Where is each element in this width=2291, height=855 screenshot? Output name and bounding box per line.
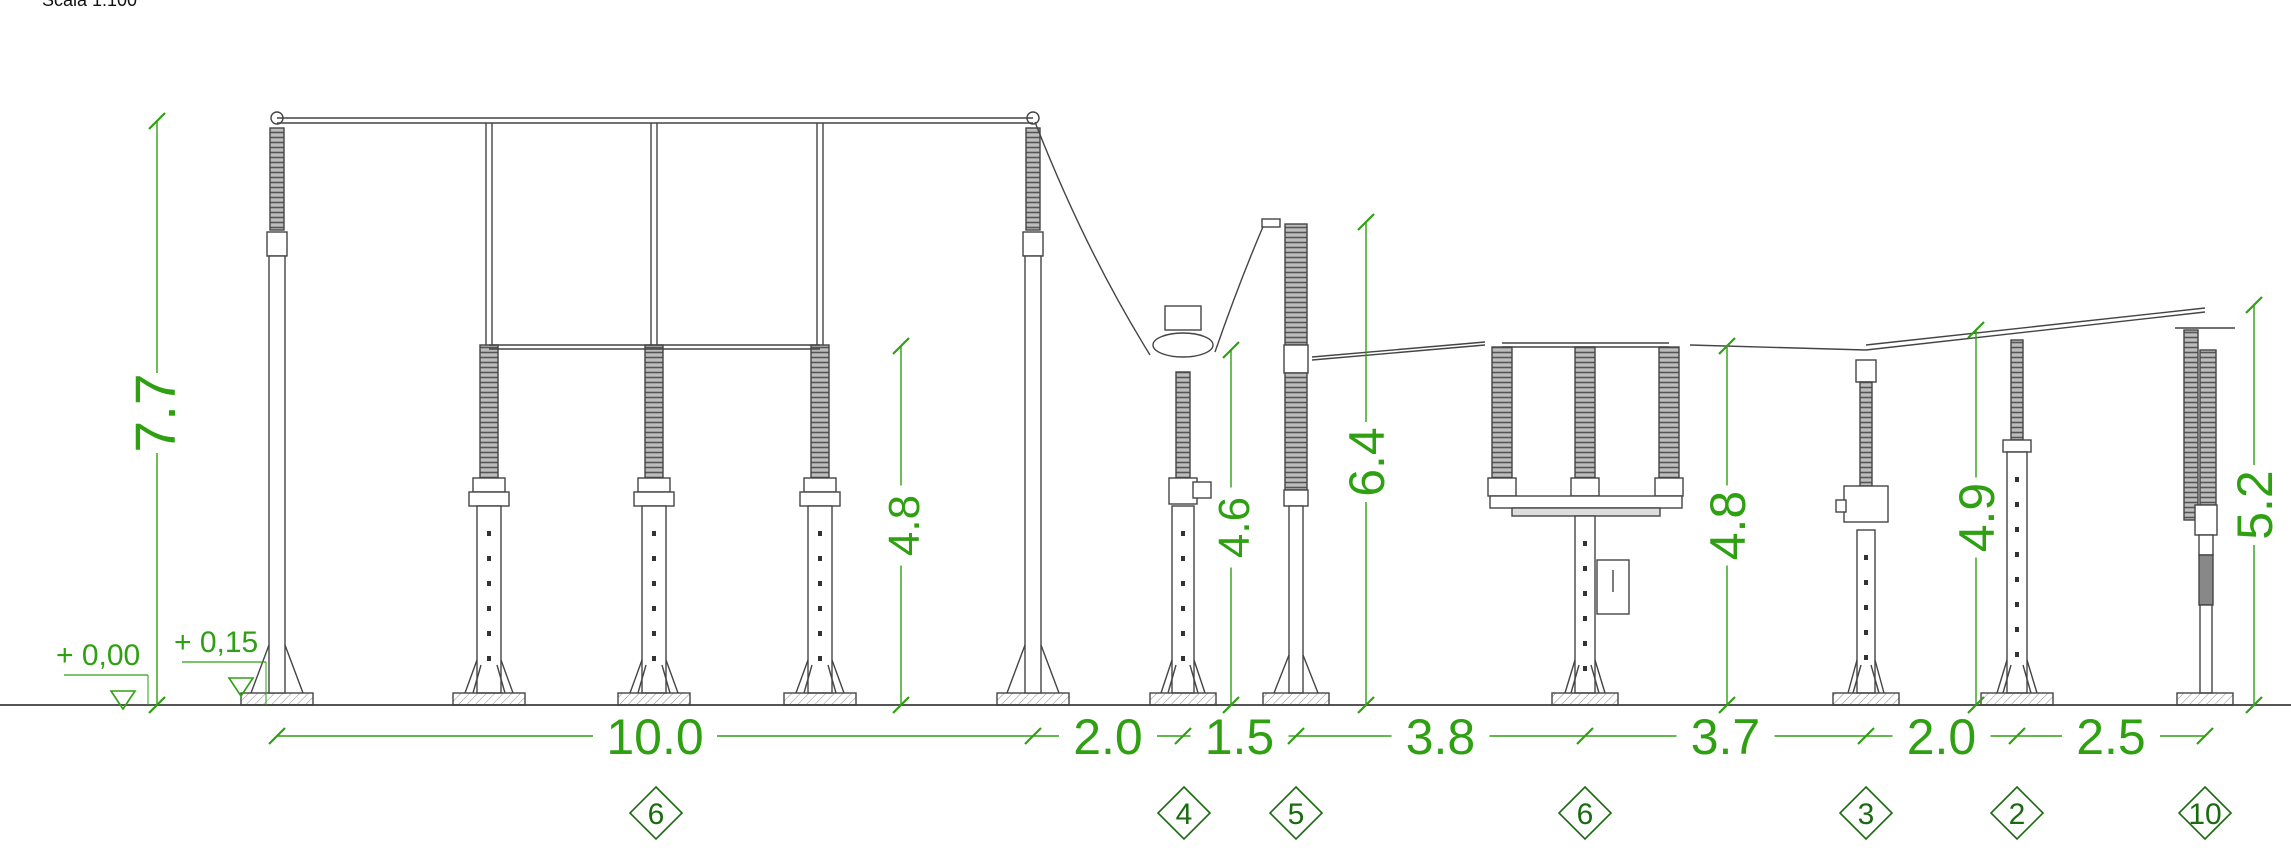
- horizontal-dimension-1: 10.0: [606, 709, 703, 765]
- vertical-dimension-5: 4.8: [1700, 491, 1756, 561]
- vertical-dimension-6: 4.9: [1949, 483, 2005, 553]
- elevation-raised: + 0,15: [174, 626, 258, 659]
- item-marker-diamond: [1156, 785, 1212, 841]
- item-marker-diamond: [1557, 785, 1613, 841]
- equipment-group: [240, 111, 2235, 706]
- item-marker-diamond: [1838, 785, 1894, 841]
- horizontal-dimension-7: 2.5: [2076, 709, 2146, 765]
- item-marker-label: 10: [2188, 798, 2221, 831]
- item-marker-diamond: [1989, 785, 2045, 841]
- item-marker-diamond: [1268, 785, 1324, 841]
- item-marker-label: 3: [1858, 798, 1875, 831]
- scale-label: Scala 1:100: [42, 0, 137, 10]
- vertical-dimension-2: 4.8: [880, 495, 929, 556]
- item-marker-label: 4: [1176, 798, 1193, 831]
- horizontal-dimension-4: 3.8: [1406, 709, 1476, 765]
- item-marker-label: 6: [1577, 798, 1594, 831]
- item-marker-label: 6: [648, 798, 665, 831]
- item-marker-label: 2: [2009, 798, 2026, 831]
- vertical-dimension-4: 6.4: [1339, 427, 1395, 497]
- item-marker-diamond: [2177, 785, 2233, 841]
- vertical-dimension-7: 5.2: [2227, 470, 2283, 540]
- horizontal-dimension-5: 3.7: [1691, 709, 1761, 765]
- horizontal-dimension-3: 1.5: [1205, 709, 1275, 765]
- elevation-ground: + 0,00: [56, 639, 140, 672]
- item-marker-diamond: [628, 785, 684, 841]
- vertical-dimension-3: 4.6: [1210, 497, 1259, 558]
- dimension-group: 7.7 4.8 4.6 6.4 4.8 4.9 5.2 10.0 2.0 1.5 3.8 3.7 2.0…: [56, 112, 2283, 841]
- horizontal-dimension-6: 2.0: [1907, 709, 1977, 765]
- horizontal-dimension-2: 2.0: [1073, 709, 1143, 765]
- item-marker-label: 5: [1288, 798, 1305, 831]
- vertical-dimension-1: 7.7: [124, 373, 188, 452]
